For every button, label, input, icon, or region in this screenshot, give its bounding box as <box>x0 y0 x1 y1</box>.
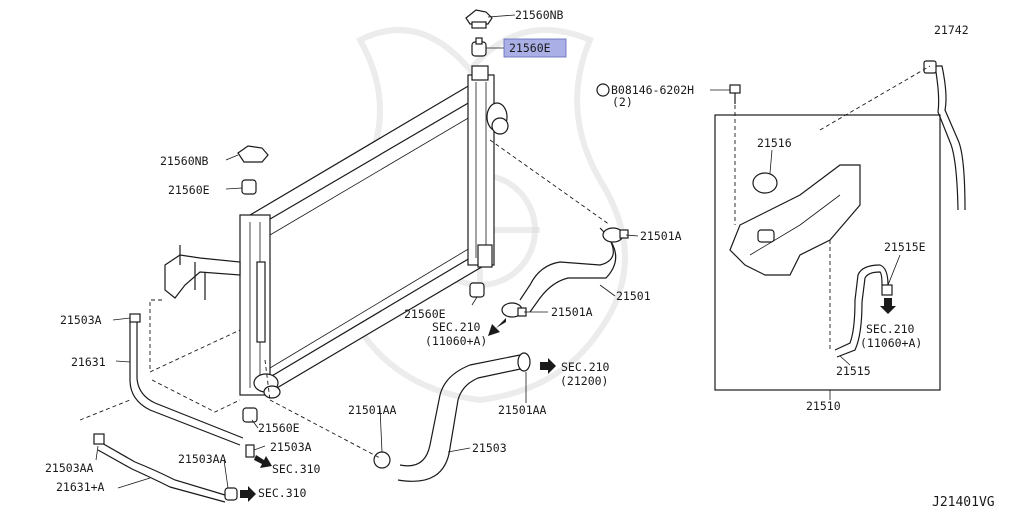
label-21501aa-right[interactable]: 21501AA <box>498 403 547 417</box>
label-21501a-lower[interactable]: 21501A <box>551 305 593 319</box>
grommet-middle[interactable] <box>469 282 485 298</box>
label-21560e-bottom[interactable]: 21560E <box>258 421 300 435</box>
label-21503a-bottom[interactable]: 21503A <box>270 440 312 454</box>
label-21560nb-left[interactable]: 21560NB <box>160 154 209 168</box>
label-sec210-right[interactable]: SEC.210 <box>561 360 610 374</box>
upper-radiator-hose[interactable] <box>519 227 617 313</box>
label-21560e-left[interactable]: 21560E <box>168 183 210 197</box>
arrow-sec210-res-icon <box>880 298 896 314</box>
dashed-link-1 <box>489 139 611 226</box>
hose-clamp-aa-left[interactable] <box>373 451 391 469</box>
dashed-link-6 <box>151 379 241 413</box>
grommet-top[interactable] <box>471 37 487 57</box>
grommet-bottom[interactable] <box>242 407 258 423</box>
overflow-hose-21631a[interactable] <box>93 433 238 503</box>
label-21501[interactable]: 21501 <box>616 289 651 303</box>
label-sec310-a[interactable]: SEC.310 <box>272 462 321 476</box>
label-21515[interactable]: 21515 <box>836 364 871 378</box>
label-21631[interactable]: 21631 <box>71 355 106 369</box>
label-21515e[interactable]: 21515E <box>884 240 926 254</box>
label-21560e-mid[interactable]: 21560E <box>404 307 446 321</box>
radiator-cap-left[interactable] <box>237 145 269 163</box>
lower-radiator-hose[interactable] <box>397 354 526 482</box>
label-21516[interactable]: 21516 <box>757 136 792 150</box>
label-21503aa-left[interactable]: 21503AA <box>45 461 94 475</box>
label-sec210-mid-sub: (11060+A) <box>425 334 487 348</box>
label-sec210-res[interactable]: SEC.210 <box>866 322 915 336</box>
label-21560e-top[interactable]: 21560E <box>509 41 551 55</box>
arrow-sec310-b-icon <box>240 486 256 502</box>
label-bolt-qty: (2) <box>612 95 633 109</box>
hose-clip-21503a-bottom[interactable] <box>245 444 255 458</box>
label-21631a[interactable]: 21631+A <box>56 480 105 494</box>
hose-clamp-aa-right[interactable] <box>517 352 531 372</box>
label-sec210-res-sub: (11060+A) <box>860 336 922 350</box>
reservoir-hose[interactable] <box>834 264 889 358</box>
diagram-code: J21401VG <box>932 495 995 510</box>
label-bolt[interactable]: B08146-6202H <box>611 83 694 97</box>
label-21503aa-mid[interactable]: 21503AA <box>178 452 227 466</box>
radiator-core[interactable] <box>164 65 509 399</box>
bolt-icon[interactable] <box>729 84 741 104</box>
label-21501a-upper[interactable]: 21501A <box>640 229 682 243</box>
overflow-hose-21631[interactable] <box>129 313 244 446</box>
label-21510[interactable]: 21510 <box>806 399 841 413</box>
dashed-link-7 <box>79 399 131 421</box>
reservoir-cap[interactable] <box>752 172 778 194</box>
label-21503[interactable]: 21503 <box>472 441 507 455</box>
dashed-link-5 <box>149 299 241 373</box>
label-21503a-left[interactable]: 21503A <box>60 313 102 327</box>
reservoir-tank[interactable] <box>729 164 861 276</box>
radiator-right-tank <box>467 74 495 266</box>
pipe-21742[interactable] <box>923 60 966 211</box>
arrow-sec310-a-icon <box>254 455 272 468</box>
label-21501aa-left[interactable]: 21501AA <box>348 403 397 417</box>
highlight-21560e-box <box>503 38 567 58</box>
hose-clip-21515e[interactable] <box>881 284 893 296</box>
dashed-link-2 <box>819 65 931 131</box>
arrow-sec210-mid-icon <box>488 318 506 336</box>
label-21560nb-top[interactable]: 21560NB <box>515 8 564 22</box>
label-sec310-b[interactable]: SEC.310 <box>258 486 307 500</box>
label-21742[interactable]: 21742 <box>934 23 969 37</box>
label-sec210-right-sub: (21200) <box>560 374 608 388</box>
label-sec210-mid[interactable]: SEC.210 <box>432 320 481 334</box>
hose-clamp-lower[interactable] <box>501 302 527 318</box>
grommet-left[interactable] <box>241 179 257 195</box>
leader-lines <box>95 14 901 489</box>
arrow-sec210-right-icon <box>540 358 556 374</box>
bolt-b-circle-icon <box>596 83 610 97</box>
radiator-cap-top[interactable] <box>465 9 493 29</box>
hose-clamp-upper[interactable] <box>602 227 629 243</box>
